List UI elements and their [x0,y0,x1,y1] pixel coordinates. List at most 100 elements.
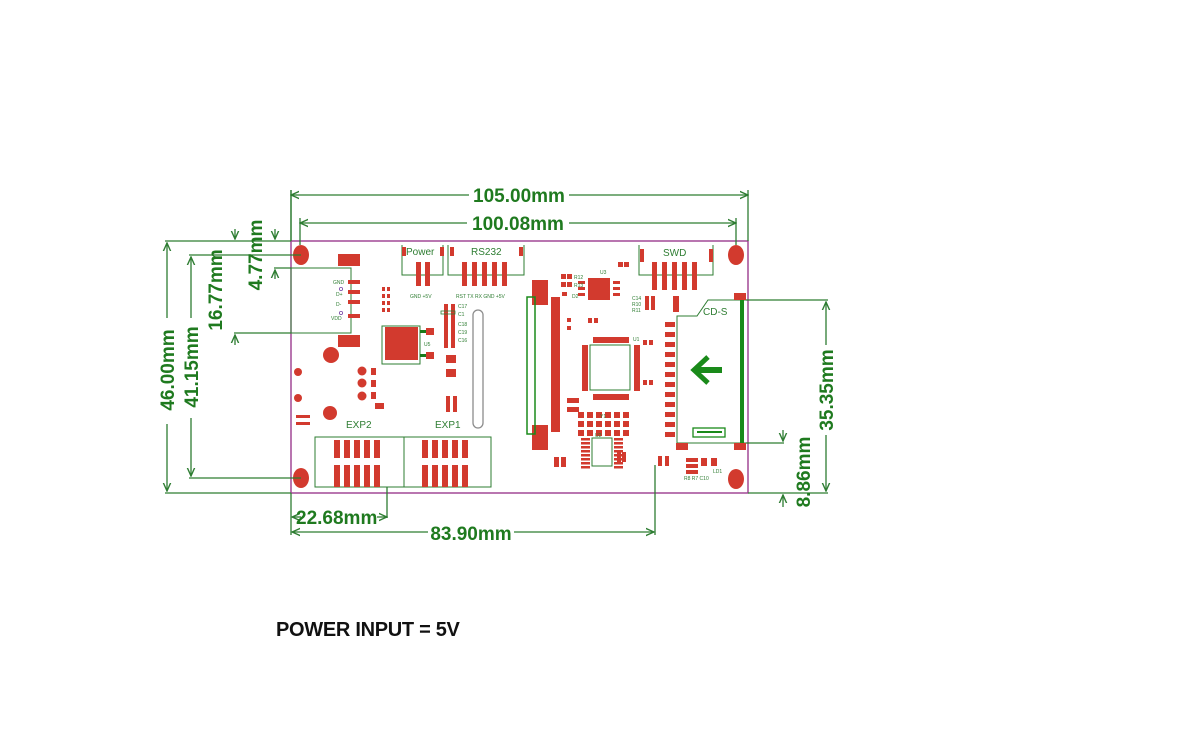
ic-pin-pad [581,442,590,445]
r10-label: R10 [632,302,641,308]
bottom-parts-label: R8 R7 C10 [684,476,709,482]
connector-offset-x-label: 83.90mm [430,524,511,545]
hole-spacing-y-label: 41.15mm [182,326,203,407]
sd-contact-pad [665,432,675,437]
insert-arrow-icon [690,355,722,385]
c14-label: C14 [632,296,641,302]
exp2-label: EXP2 [346,420,372,431]
capacitor-stack: C17 C1 C18 C19 C16 [440,304,467,412]
rs232-label: RS232 [471,247,502,258]
ic-pin-pad [581,466,590,469]
u3-label: U3 [600,270,607,276]
lower-components: U2 Y1 [554,412,669,469]
dimension-top-offset: 4.77mm [246,190,292,290]
smd-pad [587,421,593,427]
ic-pin-pad [614,442,623,445]
sd-contact-pad [665,372,675,377]
ic-pin-pad [614,446,623,449]
left-components [294,287,390,425]
smd-pad [614,430,620,436]
dimension-sd-bottom-offset: 8.86mm [746,430,815,507]
ic-pin-pad [614,466,623,469]
c1-label: C1 [458,312,465,318]
header-pin-pad [334,465,340,487]
dimension-exp2-offset: 22.68mm [290,487,387,535]
usb-pin-vdd: VDD [331,316,342,322]
regulator-u5: U5 [381,325,434,365]
ic-pin-pad [614,462,623,465]
dimension-overall-width: 105.00mm [291,185,748,241]
smd-pad [614,412,620,418]
header-pin-pad [344,465,350,487]
header-pin-pad [452,465,458,487]
smd-pad [623,421,629,427]
header-pin-pad [462,465,468,487]
usb-pin-dplus: D+ [336,292,343,298]
header-pin-pad [452,440,458,458]
rs232-connector: RS232 RST TX RX GND +5V [447,245,525,300]
sd-bottom-offset-label: 8.86mm [794,437,815,508]
c16-label: C16 [458,338,467,344]
ic-pin-pad [614,438,623,441]
dimension-hole-spacing-x: 100.08mm [300,213,736,245]
usb-offset-label: 16.77mm [206,249,227,330]
smd-pad [605,412,611,418]
power-label: Power [406,247,435,258]
smd-pad [596,421,602,427]
exp2-offset-label: 22.68mm [296,508,377,529]
r12-label: R12 [574,275,583,281]
led-group: R8 R7 C10 LD1 [684,458,722,482]
dimension-usb-offset: 16.77mm [206,229,291,345]
header-pin-pad [354,440,360,458]
dimension-hole-spacing-y: 41.15mm [181,254,301,479]
u1-label: U1 [633,337,640,343]
mounting-hole [728,245,744,265]
power-pins-label: GND +5V [410,294,432,300]
smd-pad [587,412,593,418]
overall-width-label: 105.00mm [473,186,565,207]
usb-pin-gnd: GND [333,280,345,286]
header-pin-pad [442,465,448,487]
header-pin-pad [422,440,428,458]
hole-spacing-x-label: 100.08mm [472,214,564,235]
ic-pin-pad [581,450,590,453]
fpc-connector [526,280,560,450]
header-pin-pad [374,465,380,487]
led-label: LD1 [713,469,722,475]
mounting-hole [728,469,744,489]
sd-contact-pad [665,322,675,327]
y1-label: Y1 [600,414,606,420]
smd-pad [578,421,584,427]
header-pin-pad [364,465,370,487]
swd-label: SWD [663,248,686,259]
rs232-pins-label: RST TX RX GND +5V [456,294,506,300]
sd-contact-pad [665,422,675,427]
power-input-caption: POWER INPUT = 5V [276,619,460,641]
smd-pad [623,412,629,418]
exp2-header: EXP2 [314,420,405,488]
c17-label: C17 [458,304,467,310]
sd-contact-pad [665,352,675,357]
header-pin-pad [374,440,380,458]
header-pin-pad [364,440,370,458]
ic-pin-pad [581,446,590,449]
header-pin-pad [432,465,438,487]
sd-contact-pad [665,382,675,387]
header-pin-pad [432,440,438,458]
ic-pin-pad [581,454,590,457]
sd-contact-pad [665,412,675,417]
power-connector: Power GND +5V [401,245,444,300]
u5-label: U5 [424,342,431,348]
header-pin-pad [422,465,428,487]
c18-label: C18 [458,322,467,328]
smd-pad [605,421,611,427]
board-slot [472,309,484,429]
ic-pin-pad [581,438,590,441]
header-pin-pad [442,440,448,458]
sd-contact-pad [665,332,675,337]
smd-pad [614,421,620,427]
ic-pin-pad [581,462,590,465]
exp1-header: EXP1 [403,420,492,488]
r11-label: R11 [632,308,641,314]
